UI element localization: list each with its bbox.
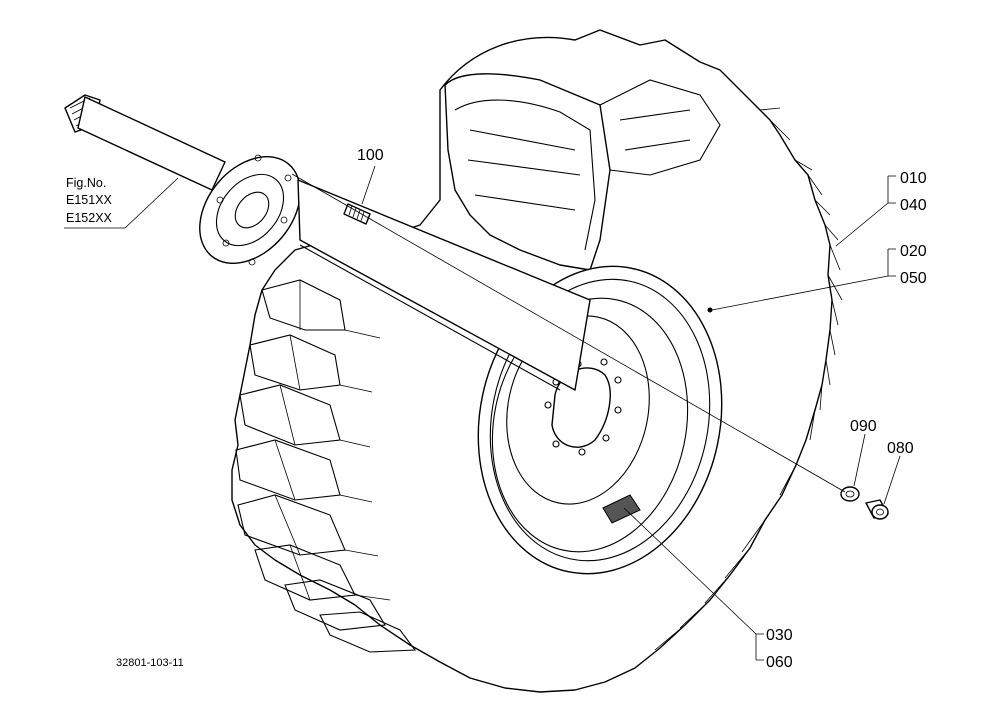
- rim-marker-dot: [707, 307, 713, 313]
- callout-010: 010: [900, 170, 927, 187]
- callout-100: 100: [357, 147, 384, 164]
- callout-050: 050: [900, 270, 927, 287]
- callout-020: 020: [900, 243, 927, 260]
- callout-080: 080: [887, 440, 914, 457]
- wheel-nut: [865, 499, 889, 520]
- callout-040: 040: [900, 197, 927, 214]
- valve-stem: [602, 494, 641, 524]
- drawing-code: 32801-103-11: [116, 657, 184, 669]
- fig-ref-e152: E152XX: [66, 211, 113, 225]
- tread-lugs-left: [235, 279, 417, 653]
- callout-060: 060: [766, 654, 793, 671]
- stud-bolt: [343, 203, 371, 225]
- tread-lugs-right: [654, 94, 843, 651]
- fig-no-label: Fig.No.: [66, 176, 106, 190]
- washer: [840, 486, 860, 502]
- fig-ref-e151: E151XX: [66, 193, 113, 207]
- figure-reference: Fig.No. E151XX E152XX: [66, 176, 113, 225]
- leader-lines: [64, 165, 901, 661]
- axle-shaft: [64, 94, 591, 391]
- callout-030: 030: [766, 627, 793, 644]
- callout-090: 090: [850, 418, 877, 435]
